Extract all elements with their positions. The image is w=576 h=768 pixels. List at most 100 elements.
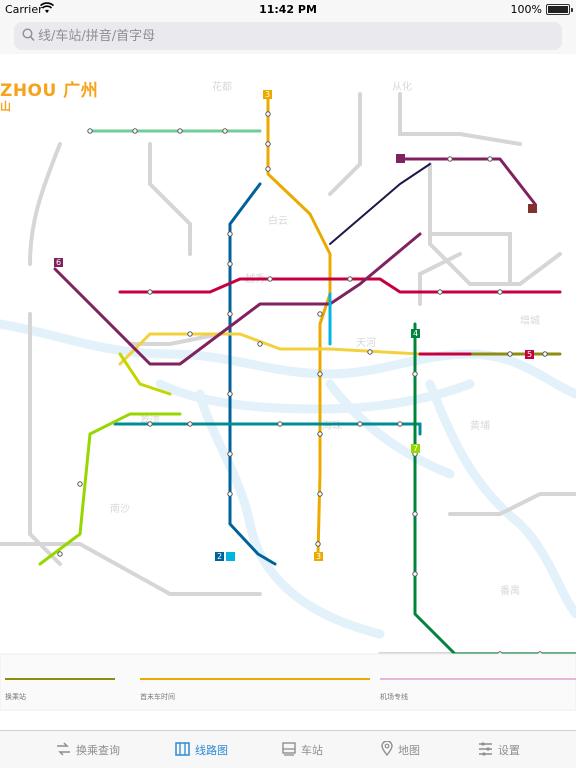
- station-dot: [227, 391, 233, 397]
- station-dot: [77, 481, 83, 487]
- station-dot: [227, 311, 233, 317]
- line-badge-2: [215, 552, 224, 561]
- station-dot: [542, 351, 548, 357]
- metro-map[interactable]: 花都 从化 白云 增城 越秀 天河 荔湾 海珠 黄埔 番禺 南沙: [0, 54, 576, 730]
- svg-text:5: 5: [527, 350, 532, 359]
- battery-icon: [546, 4, 573, 15]
- map-legend: 换乘站 首末车时间 机场专线: [0, 653, 576, 711]
- district-label: 天河: [356, 337, 376, 349]
- search-icon: [22, 27, 35, 46]
- station-dot: [357, 421, 363, 427]
- legend-text: 机场专线: [380, 692, 408, 701]
- district-label: 花都: [212, 80, 232, 93]
- station-dot: [87, 128, 93, 134]
- tab-transfer[interactable]: 换乘查询: [56, 731, 120, 768]
- location-pin-icon: [381, 740, 393, 759]
- district-labels: 花都 从化 白云 增城 越秀 天河 荔湾 海珠 黄埔 番禺 南沙: [110, 80, 540, 597]
- line-badge-7: [411, 444, 420, 453]
- svg-text:7: 7: [413, 444, 418, 453]
- tab-station[interactable]: 车站: [282, 731, 323, 768]
- tab-map[interactable]: 线路图: [175, 731, 228, 768]
- station-dot: [147, 289, 153, 295]
- station-dot: [412, 511, 418, 517]
- wifi-icon: [39, 2, 55, 17]
- tab-label: 车站: [301, 744, 323, 757]
- station-dot: [227, 261, 233, 267]
- city-title-en: ZHOU: [0, 81, 57, 101]
- svg-text:6: 6: [56, 258, 61, 267]
- metro-map-svg[interactable]: 花都 从化 白云 增城 越秀 天河 荔湾 海珠 黄埔 番禺 南沙: [0, 54, 576, 730]
- district-label: 番禺: [500, 585, 520, 597]
- tab-bar: 换乘查询 线路图 车站 地图 设置: [0, 730, 576, 768]
- station-dot: [277, 421, 283, 427]
- station-dot: [487, 156, 493, 162]
- station-dot: [227, 451, 233, 457]
- station-dot: [222, 128, 228, 134]
- station-dot: [265, 111, 271, 117]
- search-bar: [0, 18, 576, 54]
- map-book-icon: [175, 741, 190, 759]
- station-dot: [507, 351, 513, 357]
- line-badges: 3 6 4 7 5 2 3: [54, 90, 537, 561]
- battery-percent: 100%: [510, 3, 542, 16]
- clock: 11:42 PM: [259, 3, 317, 16]
- svg-text:3: 3: [316, 552, 321, 561]
- station-dot: [367, 349, 373, 355]
- search-box[interactable]: [14, 22, 562, 50]
- station-dot: [257, 341, 263, 347]
- station-dot: [317, 431, 323, 437]
- svg-text:3: 3: [265, 90, 270, 99]
- station-dot: [227, 231, 233, 237]
- station-dot: [265, 166, 271, 172]
- legend-text: 首末车时间: [140, 692, 175, 701]
- station-dot: [57, 551, 63, 557]
- settings-list-icon: [478, 741, 493, 759]
- station-dot: [315, 541, 321, 547]
- line-badge-4: [411, 329, 420, 338]
- station-dot: [265, 141, 271, 147]
- station-dot: [267, 276, 273, 282]
- tab-settings[interactable]: 设置: [478, 731, 520, 768]
- svg-text:2: 2: [217, 552, 222, 561]
- carrier-label: Carrier: [5, 3, 43, 16]
- station-dot: [317, 311, 323, 317]
- status-bar: Carrier 11:42 PM 100%: [0, 0, 576, 18]
- line-badge-3s: [314, 552, 323, 561]
- tab-label: 换乘查询: [76, 744, 120, 757]
- station-dot: [177, 128, 183, 134]
- tab-label: 地图: [398, 744, 420, 757]
- station-dot: [412, 571, 418, 577]
- line-badge-6: [54, 258, 63, 267]
- city-title-cn: 广州: [63, 81, 99, 101]
- station-dots: [57, 111, 548, 657]
- station-dot: [497, 289, 503, 295]
- station-dot: [397, 421, 403, 427]
- district-label: 增城: [520, 314, 540, 327]
- district-label: 白云: [268, 214, 288, 227]
- district-label: 黄埔: [470, 419, 490, 432]
- station-icon: [282, 741, 296, 759]
- station-dot: [317, 371, 323, 377]
- station-dot: [147, 421, 153, 427]
- station-dot: [347, 276, 353, 282]
- station-dot: [187, 331, 193, 337]
- tab-label: 线路图: [195, 744, 228, 757]
- tab-location[interactable]: 地图: [381, 731, 420, 768]
- station-dot: [187, 421, 193, 427]
- station-dot: [447, 156, 453, 162]
- line-badge-14: [396, 154, 405, 163]
- line-badge-3: [263, 90, 272, 99]
- tab-label: 设置: [498, 744, 520, 757]
- line-badge-14e: [528, 204, 537, 213]
- legend-text: 换乘站: [5, 692, 26, 701]
- station-dot: [227, 491, 233, 497]
- search-input[interactable]: [38, 22, 538, 50]
- city-title: ZHOU 广州: [0, 76, 98, 101]
- metro-lines: [38, 92, 576, 656]
- line-badge-apm: [226, 552, 235, 561]
- station-dot: [132, 128, 138, 134]
- station-dot: [317, 491, 323, 497]
- line-badge-5: [525, 350, 534, 359]
- svg-text:4: 4: [413, 329, 418, 338]
- station-dot: [437, 289, 443, 295]
